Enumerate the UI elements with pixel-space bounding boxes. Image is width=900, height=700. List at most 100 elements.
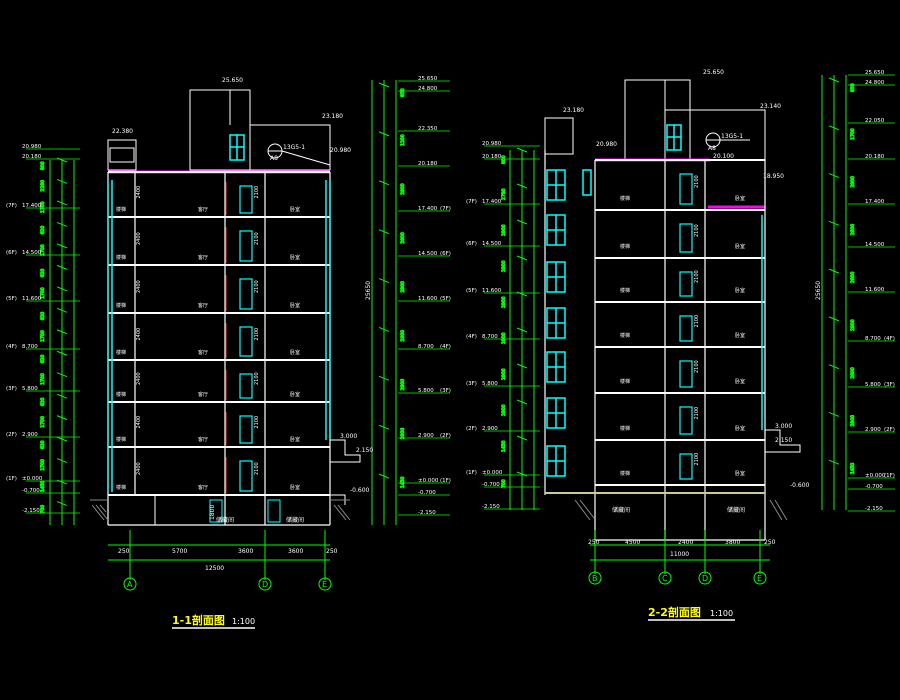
level-value: 20.180: [418, 161, 438, 167]
door-dim: 2100: [694, 407, 700, 420]
dim-text: 2900: [850, 272, 856, 284]
level-value: 11.600: [482, 288, 502, 294]
room-label-stair: 楼梯: [116, 484, 126, 491]
dim-tick: [516, 327, 528, 333]
room-label-living: 客厅: [198, 302, 208, 309]
level-value: -0.700: [418, 490, 436, 496]
s2-top-elevation: 25.650: [703, 69, 724, 76]
dim-tick: [516, 435, 528, 441]
dim-tick: [56, 221, 68, 227]
room-label-bedroom: 卧室: [290, 391, 300, 398]
level-marker: (3F): [466, 381, 477, 387]
dim-tick: [516, 399, 528, 405]
level-value: ±0.000: [482, 470, 503, 476]
s1-roof-tag-sub: A8: [270, 155, 278, 162]
level-value: -0.700: [22, 488, 40, 494]
door-dim: 2400: [136, 232, 142, 245]
level-marker: (1F): [6, 476, 17, 482]
dim-tick: [828, 77, 840, 83]
dim-text: 620: [40, 269, 46, 278]
dimension-ticks-2: 8002780290029002900290029002900145070085…: [501, 77, 857, 489]
level-value: ±0.000: [865, 473, 886, 479]
level-value: 8.700: [418, 344, 434, 350]
door-dim: 2100: [254, 462, 260, 475]
level-value: 20.180: [482, 154, 502, 160]
left-facade-window-strip: [107, 180, 113, 492]
level-value: -2.150: [22, 508, 40, 514]
door-dim: 2400: [136, 372, 142, 385]
s2-basement-label-1: 储藏间: [727, 506, 745, 514]
room-label-bedroom: 卧室: [290, 254, 300, 261]
dim-tick: [378, 229, 390, 235]
room-label-stair: 楼梯: [620, 243, 630, 250]
level-marker: (5F): [6, 296, 17, 302]
dim-tick: [828, 268, 840, 274]
s1-bottom-dim-3: 3600: [288, 548, 303, 555]
dim-tick: [56, 458, 68, 464]
dim-tick: [378, 131, 390, 137]
s2-roof-elevation: 20.980: [596, 141, 617, 148]
level-value: 17.400: [22, 203, 42, 209]
level-marker: (3F): [884, 382, 895, 388]
room-label-bedroom: 卧室: [290, 302, 300, 309]
s1-bottom-dim-2: 3600: [238, 548, 253, 555]
dim-text: 2900: [501, 224, 507, 236]
door-opening: [679, 406, 693, 435]
s2-bottom-dim-4: 250: [764, 539, 776, 546]
dim-tick: [828, 364, 840, 370]
right-facade-window-strip: [325, 180, 331, 440]
room-label-living: 客厅: [198, 436, 208, 443]
level-marker: (4F): [466, 334, 477, 340]
level-value: 20.180: [865, 154, 885, 160]
door-opening: [239, 460, 253, 492]
s1-left-level-labels: 20.98020.180(7F)17.400(6F)14.500(5F)11.6…: [6, 144, 80, 514]
dim-text: 1450: [501, 440, 507, 452]
level-value: 20.980: [22, 144, 42, 150]
room-label-bedroom: 卧室: [290, 206, 300, 213]
building-outline-2: [544, 150, 766, 541]
s1-basement-dim: 1800: [209, 505, 216, 520]
s2-right-top-elevation: 23.140: [760, 103, 781, 110]
dim-text: 1700: [40, 330, 46, 342]
level-marker: (6F): [6, 250, 17, 256]
dim-text: 2900: [501, 260, 507, 272]
room-label-stair: 楼梯: [116, 436, 126, 443]
level-value: 25.650: [418, 76, 438, 82]
room-label-living: 客厅: [198, 206, 208, 213]
room-label-stair: 楼梯: [620, 470, 630, 477]
earth-hatch-right: [330, 499, 351, 521]
right-dimension-chains: [371, 80, 397, 525]
entry-canopy-2: [765, 429, 801, 453]
level-value: 5.800: [865, 382, 881, 388]
door-dim: 2100: [254, 328, 260, 341]
level-value: 17.400: [418, 206, 438, 212]
door-opening: [679, 360, 693, 388]
door-dim: 2100: [254, 280, 260, 293]
s1-axis-a: A: [127, 580, 133, 589]
level-value: -2.150: [865, 506, 883, 512]
room-label-living: 客厅: [198, 391, 208, 398]
level-value: ±0.000: [22, 476, 43, 482]
room-label-bedroom: 卧室: [735, 195, 745, 202]
level-value: 2.900: [418, 433, 434, 439]
level-value: ±0.000: [418, 478, 439, 484]
s2-scale: 1:100: [710, 609, 733, 618]
dim-tick: [56, 179, 68, 184]
dim-tick: [516, 147, 528, 153]
s2-roof-tag-sub: A8: [708, 145, 716, 152]
door-opening: [679, 173, 693, 205]
dim-text: 2900: [400, 330, 406, 342]
room-label-stair: 楼梯: [620, 332, 630, 339]
room-label-bedroom: 卧室: [290, 349, 300, 356]
level-marker: (3F): [440, 388, 451, 394]
level-value: 11.600: [865, 287, 885, 293]
s2-axis-b: B: [592, 574, 598, 583]
dim-text: 800: [40, 161, 46, 170]
door-opening: [239, 373, 253, 399]
bottom-dimension-chain: [108, 530, 330, 580]
level-value: 5.800: [418, 388, 434, 394]
dim-text: 700: [40, 505, 46, 514]
level-marker: (1F): [440, 478, 451, 484]
